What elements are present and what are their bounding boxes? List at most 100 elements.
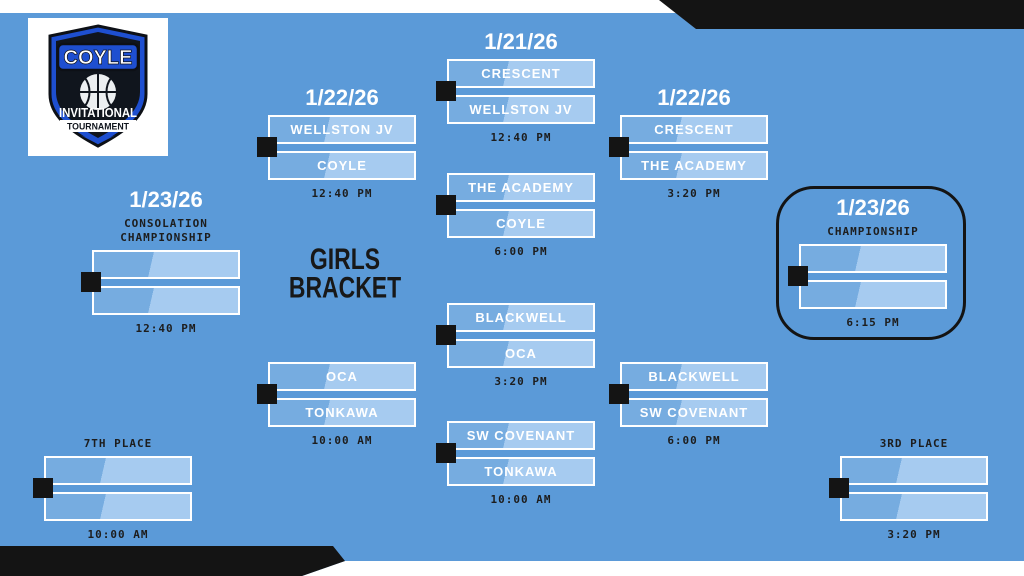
match-time: 10:00 AM [311, 434, 373, 447]
team-slot-top [92, 249, 240, 279]
team-slot-bottom [92, 285, 240, 315]
team-name: OCA [505, 346, 537, 361]
team-name: SW COVENANT [466, 428, 576, 443]
match-time: 3:20 PM [887, 527, 941, 541]
team-slot-top [44, 455, 192, 485]
match-swcovenant-tonkawa: SW COVENANT TONKAWA 10:00 AM [436, 421, 595, 506]
match-slots: BLACKWELL OCA [436, 303, 595, 368]
match-time: 12:40 PM [311, 187, 373, 200]
match-seventh-place: 7TH PLACE 10:00 AM [33, 437, 192, 541]
match-third-place: 3RD PLACE 3:20 PM [829, 437, 988, 541]
team-slot-bottom [840, 491, 988, 521]
bracket-connector-square [33, 477, 53, 498]
match-time: 12:40 PM [490, 131, 552, 144]
match-slots: BLACKWELL SW COVENANT [609, 362, 768, 427]
team-name: SW COVENANT [639, 405, 749, 420]
team-slot-top: THE ACADEMY [447, 173, 595, 202]
bracket-connector-square [788, 265, 808, 286]
match-slots: CRESCENT THE ACADEMY [609, 115, 768, 180]
team-slot-top: WELLSTON JV [268, 115, 416, 144]
bracket-connector-square [436, 325, 456, 345]
match-blackwell-swcovenant: BLACKWELL SW COVENANT 6:00 PM [609, 362, 768, 447]
team-name: CRESCENT [654, 122, 734, 137]
team-slot-bottom: TONKAWA [268, 398, 416, 427]
match-slots [81, 249, 240, 315]
team-name: TONKAWA [305, 405, 379, 420]
team-name: THE ACADEMY [468, 180, 574, 195]
team-slot-bottom: SW COVENANT [620, 398, 768, 427]
match-date: 1/22/26 [657, 85, 731, 110]
team-slot-bottom: COYLE [268, 151, 416, 180]
team-slot-bottom: TONKAWA [447, 457, 595, 486]
team-name: COYLE [496, 216, 546, 231]
bracket-connector-square [436, 81, 456, 101]
match-slots: OCA TONKAWA [257, 362, 416, 427]
match-time: 3:20 PM [494, 375, 548, 388]
bracket-connector-square [436, 443, 456, 463]
team-slot-top: CRESCENT [447, 59, 595, 88]
match-date: 1/23/26 [836, 195, 910, 220]
match-time: 10:00 AM [87, 527, 149, 541]
match-label: 7TH PLACE [83, 437, 153, 450]
bottom-left-black-bar [0, 546, 345, 576]
match-consolation-semi-1: 1/22/26 WELLSTON JV COYLE 12:40 PM [257, 85, 416, 200]
match-slots: CRESCENT WELLSTON JV [436, 59, 595, 124]
match-slots [33, 455, 192, 521]
bottom-white-strip [302, 561, 1024, 576]
match-label: CONSOLATION CHAMPIONSHIP [120, 217, 212, 244]
bracket-title-line2: BRACKET [288, 270, 402, 304]
bracket-connector-square [81, 271, 101, 292]
match-time: 3:20 PM [667, 187, 721, 200]
match-consolation-championship: 1/23/26 CONSOLATION CHAMPIONSHIP 12:40 P… [81, 187, 240, 335]
match-date: 1/22/26 [305, 85, 379, 110]
top-right-black-bar [659, 0, 1024, 29]
match-championship: 1/23/26 CHAMPIONSHIP 6:15 PM [788, 195, 947, 329]
match-slots: THE ACADEMY COYLE [436, 173, 595, 238]
team-name: OCA [326, 369, 358, 384]
team-slot-top: SW COVENANT [447, 421, 595, 450]
tournament-logo-shield: COYLE INVITATIONAL TOURNAMENT [48, 24, 148, 148]
match-slots: WELLSTON JV COYLE [257, 115, 416, 180]
bracket-title-line1: GIRLS [309, 242, 381, 276]
match-date: 1/23/26 [129, 187, 203, 212]
bracket-title: GIRLS BRACKET [288, 242, 403, 304]
team-slot-bottom: COYLE [447, 209, 595, 238]
match-slots [829, 455, 988, 521]
team-slot-bottom [799, 279, 947, 309]
team-name: THE ACADEMY [641, 158, 747, 173]
team-slot-bottom: THE ACADEMY [620, 151, 768, 180]
team-slot-top [840, 455, 988, 485]
bracket-connector-square [257, 384, 277, 404]
match-academy-coyle: THE ACADEMY COYLE 6:00 PM [436, 173, 595, 258]
match-blackwell-oca: BLACKWELL OCA 3:20 PM [436, 303, 595, 388]
bracket-connector-square [829, 477, 849, 498]
bracket-connector-square [609, 137, 629, 157]
bracket-connector-square [609, 384, 629, 404]
team-slot-bottom [44, 491, 192, 521]
match-oca-tonkawa: OCA TONKAWA 10:00 AM [257, 362, 416, 447]
match-label: 3RD PLACE [879, 437, 949, 450]
championship-frame: 1/23/26 CHAMPIONSHIP 6:15 PM [776, 186, 966, 340]
team-name: CRESCENT [481, 66, 561, 81]
tournament-logo: COYLE INVITATIONAL TOURNAMENT [28, 18, 168, 156]
team-slot-top: CRESCENT [620, 115, 768, 144]
team-name: COYLE [317, 158, 367, 173]
match-semifinal-1: 1/21/26 CRESCENT WELLSTON JV 12:40 PM [436, 29, 595, 144]
match-slots: SW COVENANT TONKAWA [436, 421, 595, 486]
team-name: BLACKWELL [648, 369, 740, 384]
team-slot-bottom: OCA [447, 339, 595, 368]
match-time: 10:00 AM [490, 493, 552, 506]
match-time: 12:40 PM [135, 321, 197, 335]
match-semifinal-2: 1/22/26 CRESCENT THE ACADEMY 3:20 PM [609, 85, 768, 200]
team-slot-top: BLACKWELL [620, 362, 768, 391]
team-name: TONKAWA [484, 464, 558, 479]
team-slot-top [799, 243, 947, 273]
team-name: WELLSTON JV [290, 122, 394, 137]
logo-subtitle2: TOURNAMENT [67, 122, 129, 132]
team-name: BLACKWELL [475, 310, 567, 325]
logo-subtitle: INVITATIONAL [59, 105, 137, 120]
match-time: 6:00 PM [667, 434, 721, 447]
team-name: WELLSTON JV [469, 102, 573, 117]
match-date: 1/21/26 [484, 29, 558, 54]
